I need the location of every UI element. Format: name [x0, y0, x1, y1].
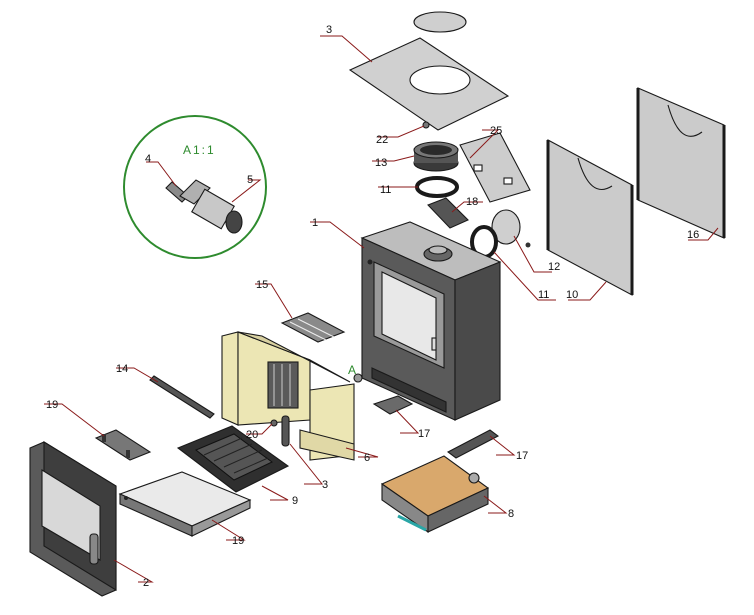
part-22-screw: [422, 121, 430, 129]
callout-9: 9: [292, 495, 298, 507]
part-2-door: [29, 441, 117, 597]
part-11-gasket-top: [415, 176, 459, 198]
leader-lines: [44, 35, 719, 583]
part-20-screw: [270, 419, 278, 427]
callout-2: 2: [143, 577, 149, 589]
air-valve-fitting: [165, 179, 243, 234]
callout-4: 4: [145, 153, 151, 165]
callout-15: 15: [256, 279, 268, 291]
callout-labels: 3 22 13 11 25 18 1 12 11 10 16 15 14 19 …: [46, 24, 699, 589]
detail-marker: A: [348, 363, 358, 377]
detail-title: A1:1: [183, 143, 216, 157]
part-15-grate-plate: [280, 312, 346, 343]
callout-11-top: 11: [380, 184, 391, 196]
part-8-base-plate: [380, 455, 490, 534]
part-14-log-bar: [149, 375, 215, 419]
callout-5: 5: [247, 174, 253, 186]
part-25-baffle-plate: [459, 132, 531, 203]
part-7-top-plate: [348, 11, 510, 131]
part-3-riddling-rod: [281, 415, 290, 447]
part-1-stove-body: [353, 221, 502, 421]
part-17-base-rail-right: [446, 429, 500, 459]
callout-18: 18: [466, 196, 478, 208]
part-9-fire-grate: [176, 425, 290, 493]
callout-6: 6: [364, 452, 370, 464]
callout-11-side: 11: [538, 289, 549, 301]
part-10-side-panel: [546, 139, 634, 296]
callout-1: 1: [312, 217, 318, 229]
part-19-grate-support: [94, 429, 152, 461]
part-17-base-rail-left: [372, 395, 414, 415]
part-6-firebrick-liner: [221, 331, 355, 461]
part-13-flue-collar: [413, 141, 459, 172]
part-18-bracket: [427, 197, 469, 229]
callout-12: 12: [548, 261, 560, 273]
part-19-ash-pan: [118, 471, 252, 537]
callout-7: 3: [326, 24, 332, 36]
callout-19-pan: 19: [232, 535, 244, 547]
callout-8: 8: [508, 508, 514, 520]
callout-10: 10: [566, 289, 578, 301]
part-12-cover-disc: [491, 209, 531, 248]
callout-22: 22: [376, 134, 388, 146]
part-16-side-panel: [636, 87, 726, 239]
callout-3: 3: [322, 479, 328, 491]
callout-19-left: 19: [46, 399, 58, 411]
callout-25: 25: [490, 125, 502, 137]
callout-17-right: 17: [516, 450, 528, 462]
callout-20: 20: [246, 429, 258, 441]
callout-17-left: 17: [418, 428, 430, 440]
detail-view-a: A1:1: [123, 115, 267, 259]
callout-13: 13: [375, 157, 387, 169]
callout-14: 14: [116, 363, 128, 375]
callout-16: 16: [687, 229, 699, 241]
